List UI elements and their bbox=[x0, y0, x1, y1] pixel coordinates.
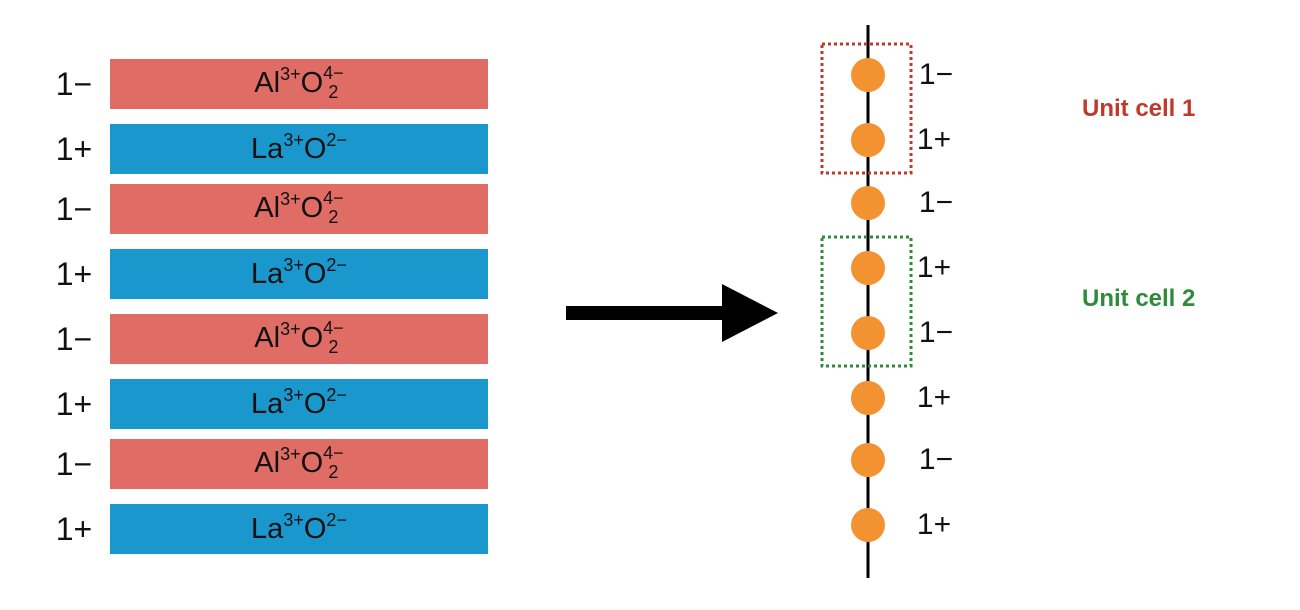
layer-formula: La3+O2− bbox=[251, 384, 347, 421]
layer-formula: La3+O2− bbox=[251, 509, 347, 546]
unit-cell-label: Unit cell 1 bbox=[1082, 95, 1196, 122]
formula-oxygen-charge: 4− bbox=[323, 317, 344, 338]
formula-oxygen-scripts: 4−2 bbox=[323, 64, 344, 101]
atom-dot bbox=[851, 316, 885, 350]
formula-ion-charge: 3+ bbox=[283, 254, 304, 275]
layer-row: 1+ La3+O2− bbox=[0, 504, 500, 554]
formula-oxygen: O bbox=[303, 257, 327, 290]
atom-dot bbox=[851, 381, 885, 415]
formula-ion: Al bbox=[254, 67, 281, 100]
layer-formula: La3+O2− bbox=[251, 254, 347, 291]
lao-layer: La3+O2− bbox=[110, 379, 488, 429]
formula-oxygen-scripts: 4−2 bbox=[323, 319, 344, 356]
atom-dot bbox=[851, 443, 885, 477]
formula-ion: Al bbox=[254, 322, 281, 355]
formula-oxygen: O bbox=[303, 512, 327, 545]
chain-charge-label: 1+ bbox=[916, 251, 952, 284]
layer-charge-label: 1+ bbox=[55, 256, 93, 292]
formula-oxygen-charge: 4− bbox=[323, 187, 344, 208]
arrow-right-icon bbox=[566, 284, 778, 342]
formula-oxygen: O bbox=[300, 322, 324, 355]
chain-charge-label: 1+ bbox=[916, 381, 952, 414]
layer-charge-label: 1+ bbox=[55, 131, 93, 167]
layer-row: 1+ La3+O2− bbox=[0, 379, 500, 429]
formula-ion: Al bbox=[254, 447, 281, 480]
atom-dot bbox=[851, 251, 885, 285]
unit-cell-label: Unit cell 2 bbox=[1082, 285, 1196, 312]
formula-oxygen-count: 2 bbox=[328, 81, 339, 102]
formula-ion-charge: 3+ bbox=[280, 319, 301, 340]
chain-charge-label: 1− bbox=[918, 58, 954, 91]
formula-oxygen-charge: 2− bbox=[326, 384, 347, 405]
formula-oxygen: O bbox=[303, 132, 327, 165]
formula-ion-charge: 3+ bbox=[283, 509, 304, 530]
formula-oxygen: O bbox=[300, 67, 324, 100]
formula-oxygen-charge: 4− bbox=[323, 62, 344, 83]
formula-oxygen: O bbox=[300, 192, 324, 225]
layer-charge-label: 1− bbox=[55, 191, 93, 227]
formula-oxygen: O bbox=[300, 447, 324, 480]
formula-oxygen-charge: 2− bbox=[326, 509, 347, 530]
chain-charge-label: 1− bbox=[918, 186, 954, 219]
formula-oxygen-scripts: 4−2 bbox=[323, 189, 344, 226]
formula-oxygen-count: 2 bbox=[328, 206, 339, 227]
formula-oxygen-charge: 2− bbox=[326, 254, 347, 275]
atom-dot bbox=[851, 186, 885, 220]
unit-cell-box bbox=[820, 42, 913, 175]
layer-charge-label: 1− bbox=[55, 321, 93, 357]
lao-layer: La3+O2− bbox=[110, 249, 488, 299]
formula-ion-charge: 3+ bbox=[280, 444, 301, 465]
formula-ion-charge: 3+ bbox=[280, 64, 301, 85]
layer-charge-label: 1+ bbox=[55, 511, 93, 547]
atom-dot bbox=[851, 58, 885, 92]
layer-row: 1+ La3+O2− bbox=[0, 124, 500, 174]
atom-dot bbox=[851, 508, 885, 542]
layer-charge-label: 1+ bbox=[55, 386, 93, 422]
formula-oxygen-count: 2 bbox=[328, 336, 339, 357]
formula-ion: La bbox=[251, 257, 284, 290]
atom-dot bbox=[851, 123, 885, 157]
chain-charge-label: 1+ bbox=[916, 508, 952, 541]
formula-ion-charge: 3+ bbox=[283, 384, 304, 405]
lao-layer: La3+O2− bbox=[110, 504, 488, 554]
chain-charge-label: 1− bbox=[918, 316, 954, 349]
chain-charge-label: 1− bbox=[918, 443, 954, 476]
layer-charge-label: 1− bbox=[55, 66, 93, 102]
layer-charge-label: 1− bbox=[55, 446, 93, 482]
formula-ion: La bbox=[251, 512, 284, 545]
formula-ion: La bbox=[251, 387, 284, 420]
formula-ion-charge: 3+ bbox=[280, 189, 301, 210]
formula-oxygen-scripts: 4−2 bbox=[323, 444, 344, 481]
formula-ion-charge: 3+ bbox=[283, 129, 304, 150]
chain-charge-label: 1+ bbox=[916, 123, 952, 156]
formula-oxygen-count: 2 bbox=[328, 461, 339, 482]
formula-oxygen: O bbox=[303, 387, 327, 420]
formula-ion: Al bbox=[254, 192, 281, 225]
layer-row: 1+ La3+O2− bbox=[0, 249, 500, 299]
layer-formula: La3+O2− bbox=[251, 129, 347, 166]
formula-oxygen-charge: 4− bbox=[323, 442, 344, 463]
unit-cell-box bbox=[820, 235, 913, 368]
lao-layer: La3+O2− bbox=[110, 124, 488, 174]
formula-oxygen-charge: 2− bbox=[326, 129, 347, 150]
formula-ion: La bbox=[251, 132, 284, 165]
